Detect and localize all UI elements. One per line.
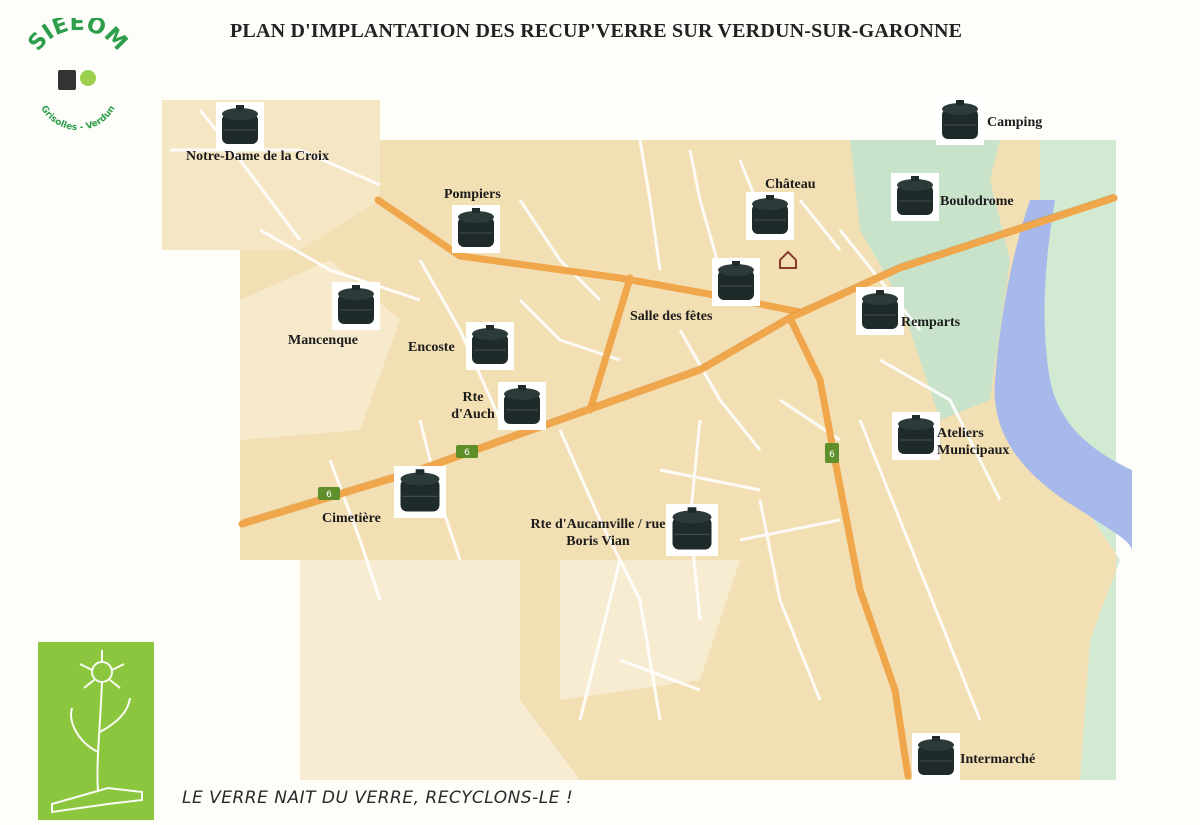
glass-bin-icon: [912, 733, 960, 781]
bottle-flower-icon: [51, 650, 143, 814]
river: [994, 200, 1132, 550]
road-badge: 6: [825, 443, 839, 463]
road-badge-label: 6: [464, 448, 470, 458]
location-label: Cimetière: [322, 511, 381, 526]
minor-streets: [170, 109, 1002, 721]
slogan: LE VERRE NAIT DU VERRE, RECYCLONS-LE !: [182, 788, 574, 808]
location-label: Ateliers Municipaux: [937, 426, 1010, 458]
location-label: Rte d'Aucamville / rue Boris Vian: [530, 517, 666, 549]
svg-text:Grisolles - Verdun: Grisolles - Verdun: [38, 104, 117, 130]
location-label: Boulodrome: [940, 194, 1014, 209]
location-label: Notre-Dame de la Croix: [186, 149, 329, 164]
glass-bin-icon: [856, 287, 904, 335]
glass-bin-icon: [666, 504, 718, 556]
location-label: Rte d'Auch: [451, 390, 495, 422]
glass-bin-icon: [498, 382, 546, 430]
location-label: Remparts: [901, 315, 961, 330]
glass-bin-icon: [466, 322, 514, 370]
sieeom-logo: SIEEOM Grisolles - Verdun: [24, 18, 132, 130]
glass-bin-icon: [452, 205, 500, 253]
road-badge-group: 6 6 6: [318, 443, 839, 500]
glass-bin-icon: [332, 282, 380, 330]
road-badge-label: 6: [829, 450, 835, 460]
location-label: Intermarché: [960, 752, 1036, 767]
svg-text:SIEEOM: SIEEOM: [24, 18, 132, 56]
road-badge: 6: [456, 445, 478, 458]
page-title: PLAN D'IMPLANTATION DES RECUP'VERRE SUR …: [230, 20, 963, 42]
road-badge: 6: [318, 487, 340, 500]
glass-bin-icon: [892, 412, 940, 460]
glass-bin-icon: [891, 173, 939, 221]
glass-bin-icon: [936, 97, 984, 145]
glass-bin-icon: [394, 466, 446, 518]
glass-bin-icon: [712, 258, 760, 306]
glass-bin-icon: [746, 192, 794, 240]
recycling-illustration: [38, 642, 154, 820]
road-badge-label: 6: [326, 490, 332, 500]
location-label: Camping: [987, 115, 1043, 130]
glass-bin-icon: [216, 102, 264, 150]
town-hall-icon: [779, 250, 797, 269]
location-label: Salle des fêtes: [630, 309, 713, 324]
location-label: Château: [765, 177, 816, 192]
park-area: [850, 140, 1010, 420]
location-label: Encoste: [408, 340, 455, 355]
location-label: Mancenque: [288, 333, 358, 348]
location-label: Pompiers: [444, 187, 501, 202]
